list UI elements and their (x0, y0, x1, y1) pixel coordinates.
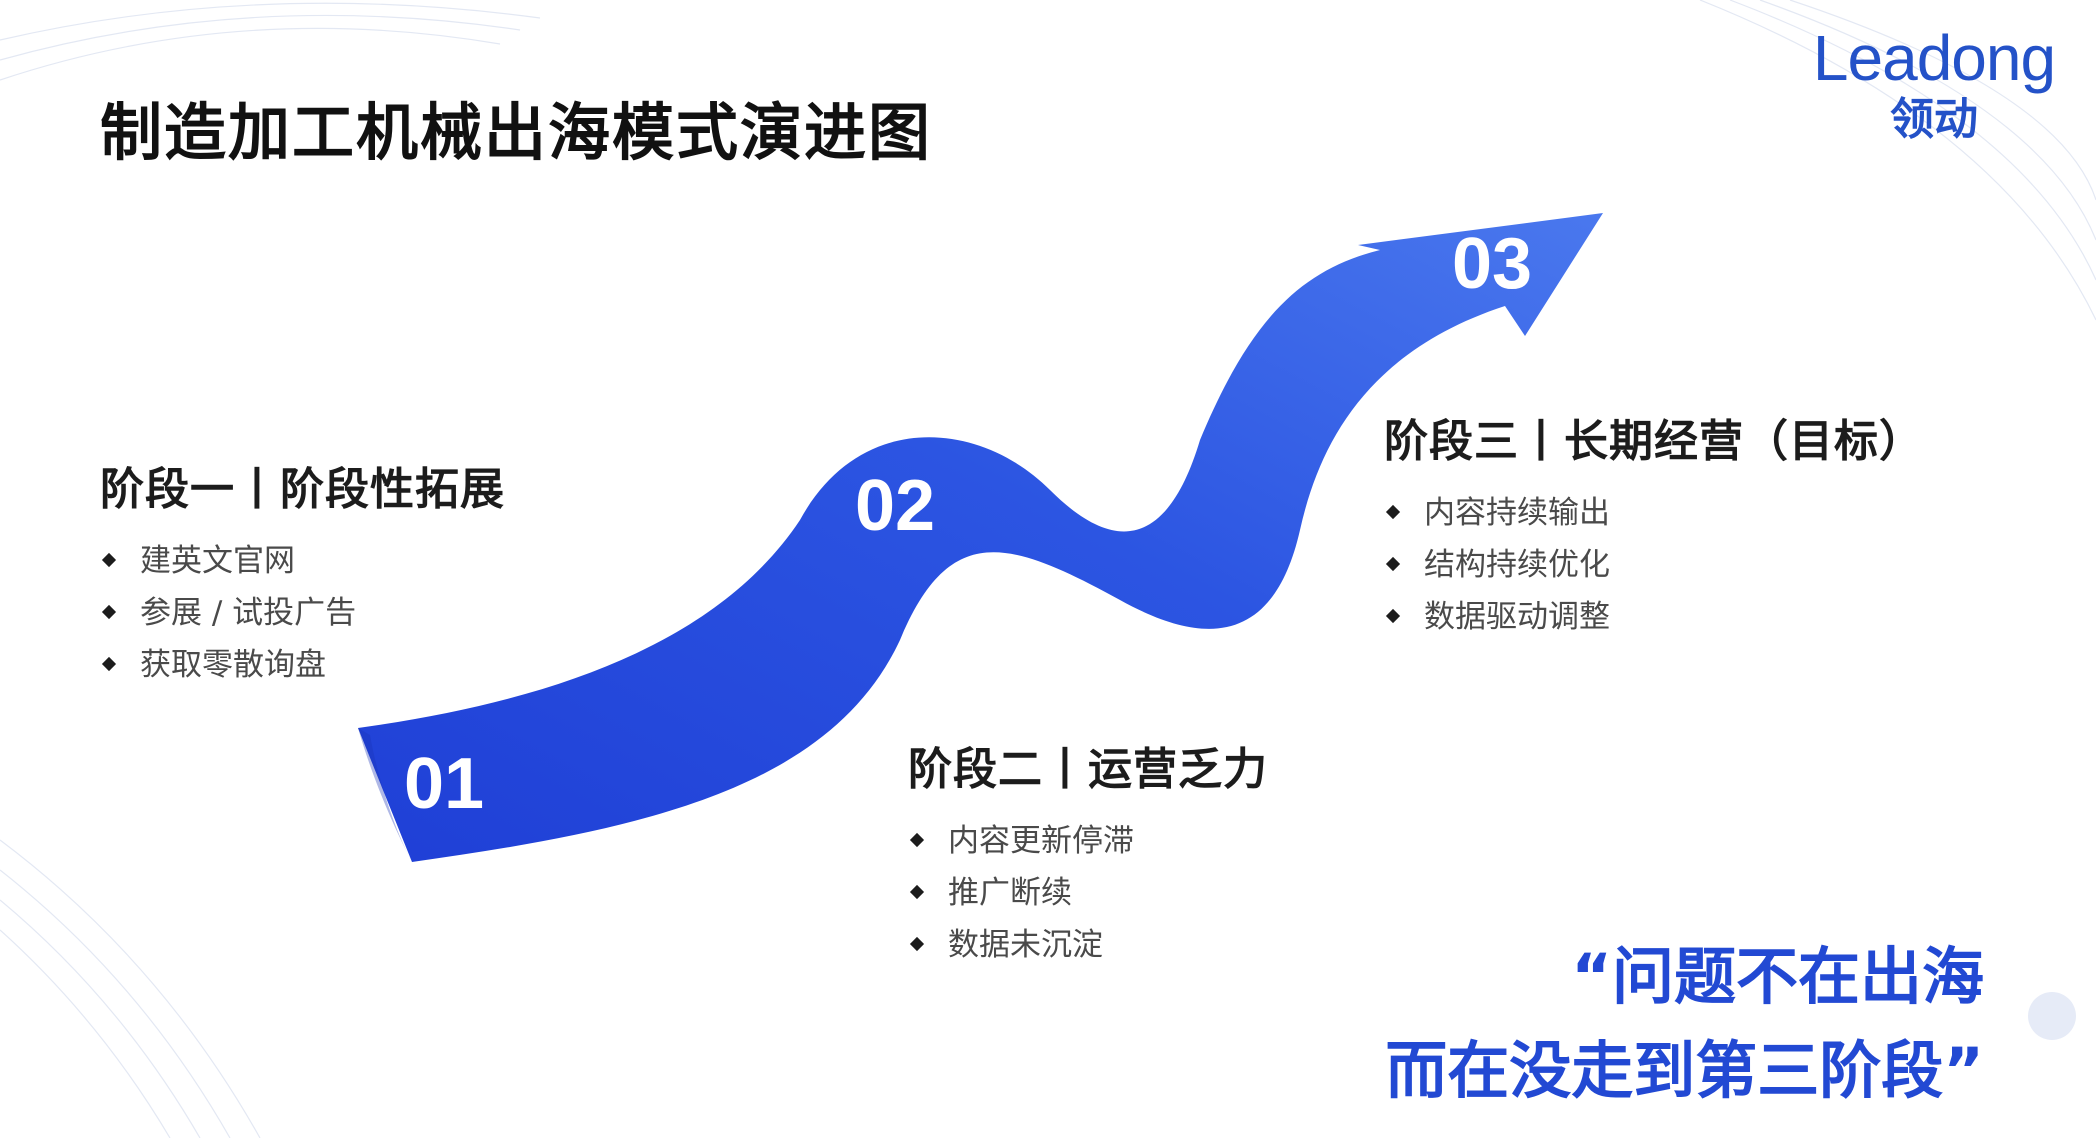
stage-2-list: 内容更新停滞 推广断续 数据未沉淀 (908, 815, 1268, 971)
logo-text-cn: 领动 (1890, 94, 1978, 145)
list-item: 获取零散询盘 (100, 639, 505, 691)
list-item: 内容更新停滞 (908, 815, 1268, 867)
closing-quote: “问题不在出海 而在没走到第三阶段” (1385, 930, 1984, 1118)
list-item: 建英文官网 (100, 535, 505, 587)
diamond-bullet-icon (1385, 504, 1401, 520)
list-item: 内容持续输出 (1384, 487, 1924, 539)
stage-1: 阶段一丨阶段性拓展 建英文官网 参展 / 试投广告 获取零散询盘 (100, 453, 505, 691)
stage-number-03: 03 (1452, 224, 1533, 304)
list-item: 推广断续 (908, 867, 1268, 919)
stage-2: 阶段二丨运营乏力 内容更新停滞 推广断续 数据未沉淀 (908, 733, 1268, 971)
diamond-bullet-icon (909, 884, 925, 900)
diamond-bullet-icon (101, 656, 117, 672)
stage-1-list: 建英文官网 参展 / 试投广告 获取零散询盘 (100, 535, 505, 691)
diamond-bullet-icon (101, 552, 117, 568)
stage-3: 阶段三丨长期经营（目标） 内容持续输出 结构持续优化 数据驱动调整 (1384, 405, 1924, 643)
diamond-bullet-icon (1385, 608, 1401, 624)
stage-1-title: 阶段一丨阶段性拓展 (100, 464, 505, 515)
diamond-bullet-icon (909, 936, 925, 952)
quote-line-2: 而在没走到第三阶段” (1385, 1034, 1984, 1107)
stage-number-01: 01 (404, 744, 485, 824)
stage-3-list: 内容持续输出 结构持续优化 数据驱动调整 (1384, 487, 1924, 643)
list-item: 数据驱动调整 (1384, 591, 1924, 643)
diamond-bullet-icon (909, 832, 925, 848)
list-item: 参展 / 试投广告 (100, 587, 505, 639)
diamond-bullet-icon (101, 604, 117, 620)
stage-3-title: 阶段三丨长期经营（目标） (1384, 416, 1924, 467)
logo-text-en: Leadong (1812, 22, 2056, 94)
arrow-ribbon (358, 213, 1603, 862)
list-item: 结构持续优化 (1384, 539, 1924, 591)
arrow-ribbon-shade (358, 728, 412, 862)
brand-logo: Leadong 领动 (1794, 22, 2074, 146)
stage-2-title: 阶段二丨运营乏力 (908, 744, 1268, 795)
diamond-bullet-icon (1385, 556, 1401, 572)
quote-line-1: “问题不在出海 (1571, 940, 1984, 1013)
stage-number-02: 02 (855, 466, 936, 546)
list-item: 数据未沉淀 (908, 919, 1268, 971)
decor-dot (2028, 992, 2076, 1040)
page-title: 制造加工机械出海模式演进图 (100, 96, 933, 169)
